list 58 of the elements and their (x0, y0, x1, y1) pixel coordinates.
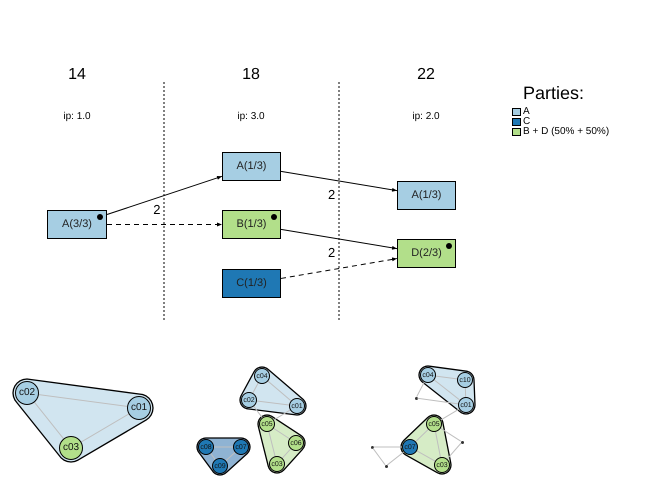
link-line (252, 382, 259, 394)
link-line (416, 450, 436, 462)
arrow (106, 176, 222, 216)
edge-label: 2 (152, 202, 162, 216)
edge-label: 2 (327, 188, 336, 201)
link-line (268, 380, 292, 402)
legend-title: Parties: (523, 84, 584, 102)
cluster-hull (195, 436, 252, 477)
link-line (80, 414, 130, 442)
party-box: A(1/3) (397, 181, 456, 210)
link-line (435, 376, 458, 380)
cluster-hull (399, 413, 453, 476)
column-heading: 18 (242, 67, 260, 83)
link-line (268, 431, 276, 457)
column-heading: 22 (417, 67, 435, 83)
link-line (214, 446, 234, 448)
link-line (386, 451, 404, 466)
link-line (440, 428, 462, 442)
link-line (273, 428, 290, 440)
link-line (225, 452, 236, 462)
arrow (280, 257, 398, 279)
link-line (34, 402, 64, 440)
link-line (282, 448, 292, 459)
link-line (434, 379, 460, 401)
link-line (415, 429, 429, 442)
cluster-hull (11, 377, 155, 464)
legend-text: C (523, 117, 530, 127)
ip-label: ip: 3.0 (237, 112, 265, 122)
link-line (210, 452, 216, 460)
party-box: C(1/3) (222, 269, 281, 298)
link-line (372, 448, 386, 466)
link-line (38, 394, 128, 407)
link-line (435, 431, 441, 458)
arrow (280, 170, 398, 192)
link-line (273, 410, 291, 420)
legend-text: A (523, 107, 530, 117)
link-line (446, 442, 462, 460)
party-box: A(3/3) (47, 210, 107, 239)
cluster-hull (417, 364, 477, 416)
cluster-hull (238, 365, 308, 417)
link-line (256, 400, 290, 406)
ip-label: ip: 2.0 (412, 112, 440, 122)
link-line (416, 382, 425, 398)
party-box: B(1/3) (222, 210, 281, 239)
party-box: D(2/3) (397, 239, 456, 268)
arrow (280, 228, 398, 250)
legend-text: B + D (50% + 50%) (523, 127, 610, 137)
party-box: A(1/3) (222, 152, 281, 181)
ip-label: ip: 1.0 (63, 112, 91, 122)
arrow (106, 222, 222, 226)
cluster-hull (256, 413, 307, 475)
link-line (253, 406, 263, 418)
link-line (373, 446, 402, 448)
link-line (440, 408, 460, 420)
edge-label: 2 (327, 246, 336, 259)
link-line (464, 388, 466, 398)
column-heading: 14 (68, 67, 86, 83)
link-line (416, 398, 459, 404)
